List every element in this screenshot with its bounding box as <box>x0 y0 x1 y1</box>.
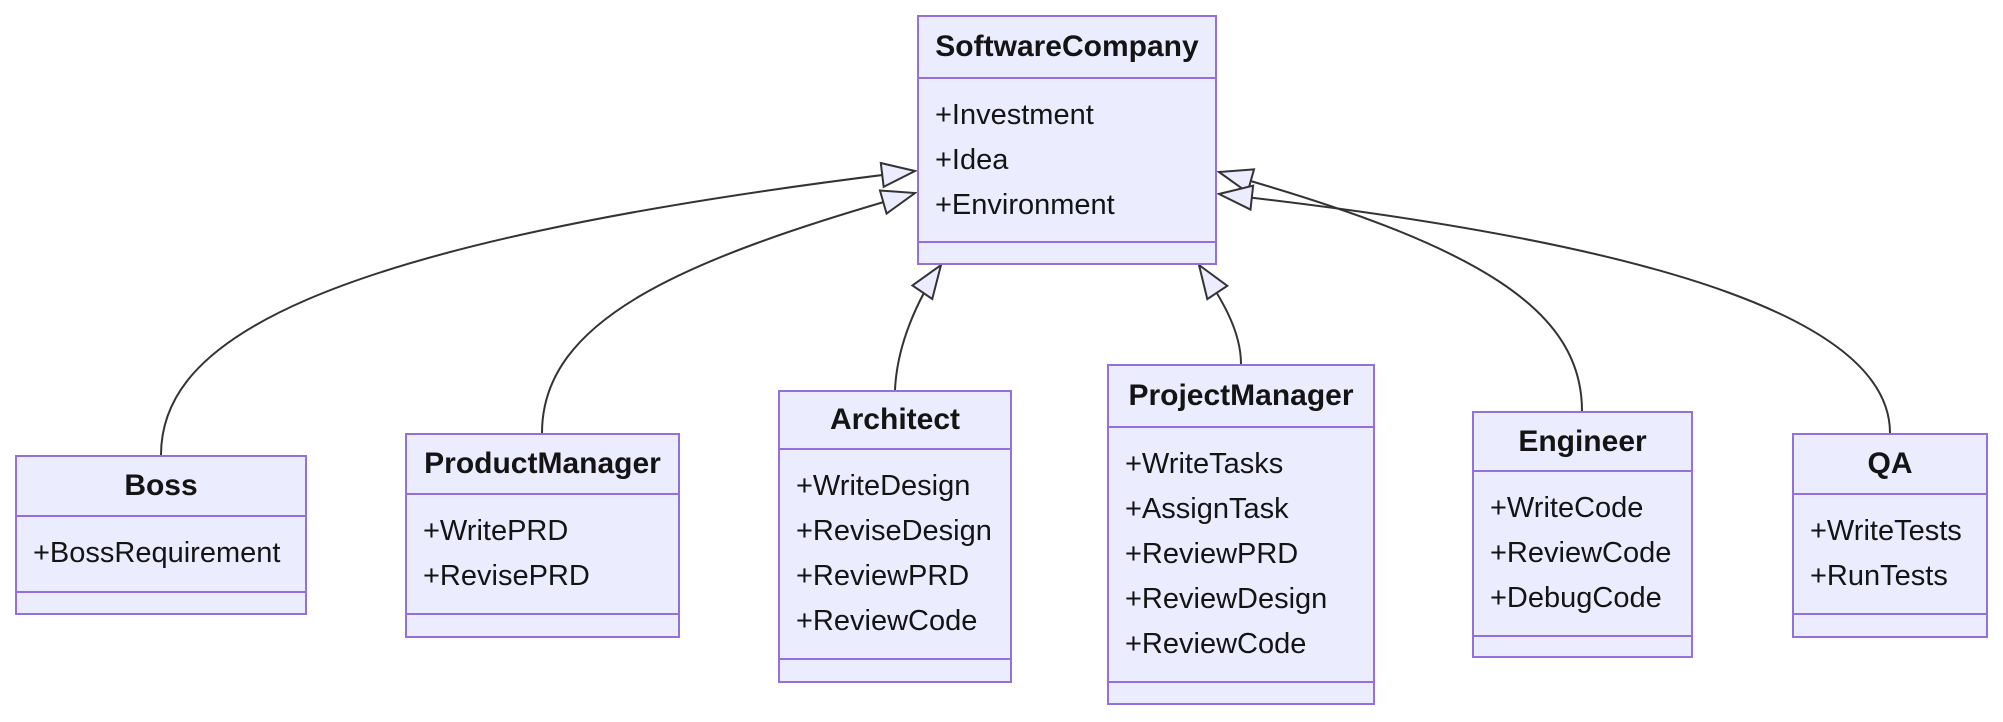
class-attribute: +ReviewCode <box>1490 537 1672 569</box>
class-attribute: +WritePRD <box>423 515 569 547</box>
class-attributes: +WritePRD +RevisePRD <box>407 495 678 613</box>
class-attribute: +Environment <box>935 189 1115 221</box>
class-methods-empty <box>17 591 305 613</box>
class-attributes: +WriteDesign +ReviseDesign +ReviewPRD +Revi… <box>780 450 1010 658</box>
class-name: ProjectManager <box>1109 366 1373 428</box>
class-attribute: +WriteCode <box>1490 492 1644 524</box>
class-attribute: +RunTests <box>1810 560 1948 592</box>
class-name: Boss <box>17 457 305 517</box>
class-node-engineer: Engineer +WriteCode +ReviewCode +DebugCode <box>1472 411 1693 658</box>
class-methods-empty <box>780 658 1010 681</box>
class-attribute: +ReviewDesign <box>1125 583 1328 615</box>
class-attribute: +WriteDesign <box>796 470 971 502</box>
class-attribute: +BossRequirement <box>33 537 281 569</box>
class-name: ProductManager <box>407 435 678 495</box>
class-attribute: +Investment <box>935 99 1094 131</box>
class-attribute: +ReviewPRD <box>796 560 970 592</box>
class-methods-empty <box>919 241 1215 263</box>
class-methods-empty <box>1794 613 1986 636</box>
class-node-architect: Architect +WriteDesign +ReviseDesign +Revie… <box>778 390 1012 683</box>
class-name: Engineer <box>1474 413 1691 472</box>
class-attribute: +WriteTests <box>1810 515 1962 547</box>
class-name: SoftwareCompany <box>919 17 1215 79</box>
class-methods-empty <box>1109 681 1373 703</box>
class-attribute: +ReviseDesign <box>796 515 992 547</box>
class-methods-empty <box>407 613 678 636</box>
class-attributes: +WriteCode +ReviewCode +DebugCode <box>1474 472 1691 635</box>
class-attributes: +WriteTests +RunTests <box>1794 495 1986 613</box>
class-attribute: +WriteTasks <box>1125 448 1284 480</box>
class-attribute: +ReviewPRD <box>1125 538 1299 570</box>
class-attribute: +DebugCode <box>1490 582 1662 614</box>
class-attributes: +BossRequirement <box>17 517 305 591</box>
class-node-boss: Boss +BossRequirement <box>15 455 307 615</box>
class-attribute: +ReviewCode <box>796 605 978 637</box>
class-attributes: +WriteTasks +AssignTask +ReviewPRD +ReviewD… <box>1109 428 1373 681</box>
class-attribute: +Idea <box>935 144 1009 176</box>
class-name: QA <box>1794 435 1986 495</box>
class-node-productmanager: ProductManager +WritePRD +RevisePRD <box>405 433 680 638</box>
class-attributes: +Investment +Idea +Environment <box>919 79 1215 241</box>
class-node-projectmanager: ProjectManager +WriteTasks +AssignTask +Rev… <box>1107 364 1375 705</box>
class-node-softwarecompany: SoftwareCompany +Investment +Idea +Environm… <box>917 15 1217 265</box>
class-node-qa: QA +WriteTests +RunTests <box>1792 433 1988 638</box>
edge-architect-to-softwarecompany <box>894 262 943 391</box>
class-attribute: +AssignTask <box>1125 493 1289 525</box>
class-methods-empty <box>1474 635 1691 656</box>
edge-projectmanager-to-softwarecompany <box>1197 262 1242 365</box>
class-name: Architect <box>780 392 1010 450</box>
class-attribute: +RevisePRD <box>423 560 590 592</box>
class-attribute: +ReviewCode <box>1125 628 1307 660</box>
